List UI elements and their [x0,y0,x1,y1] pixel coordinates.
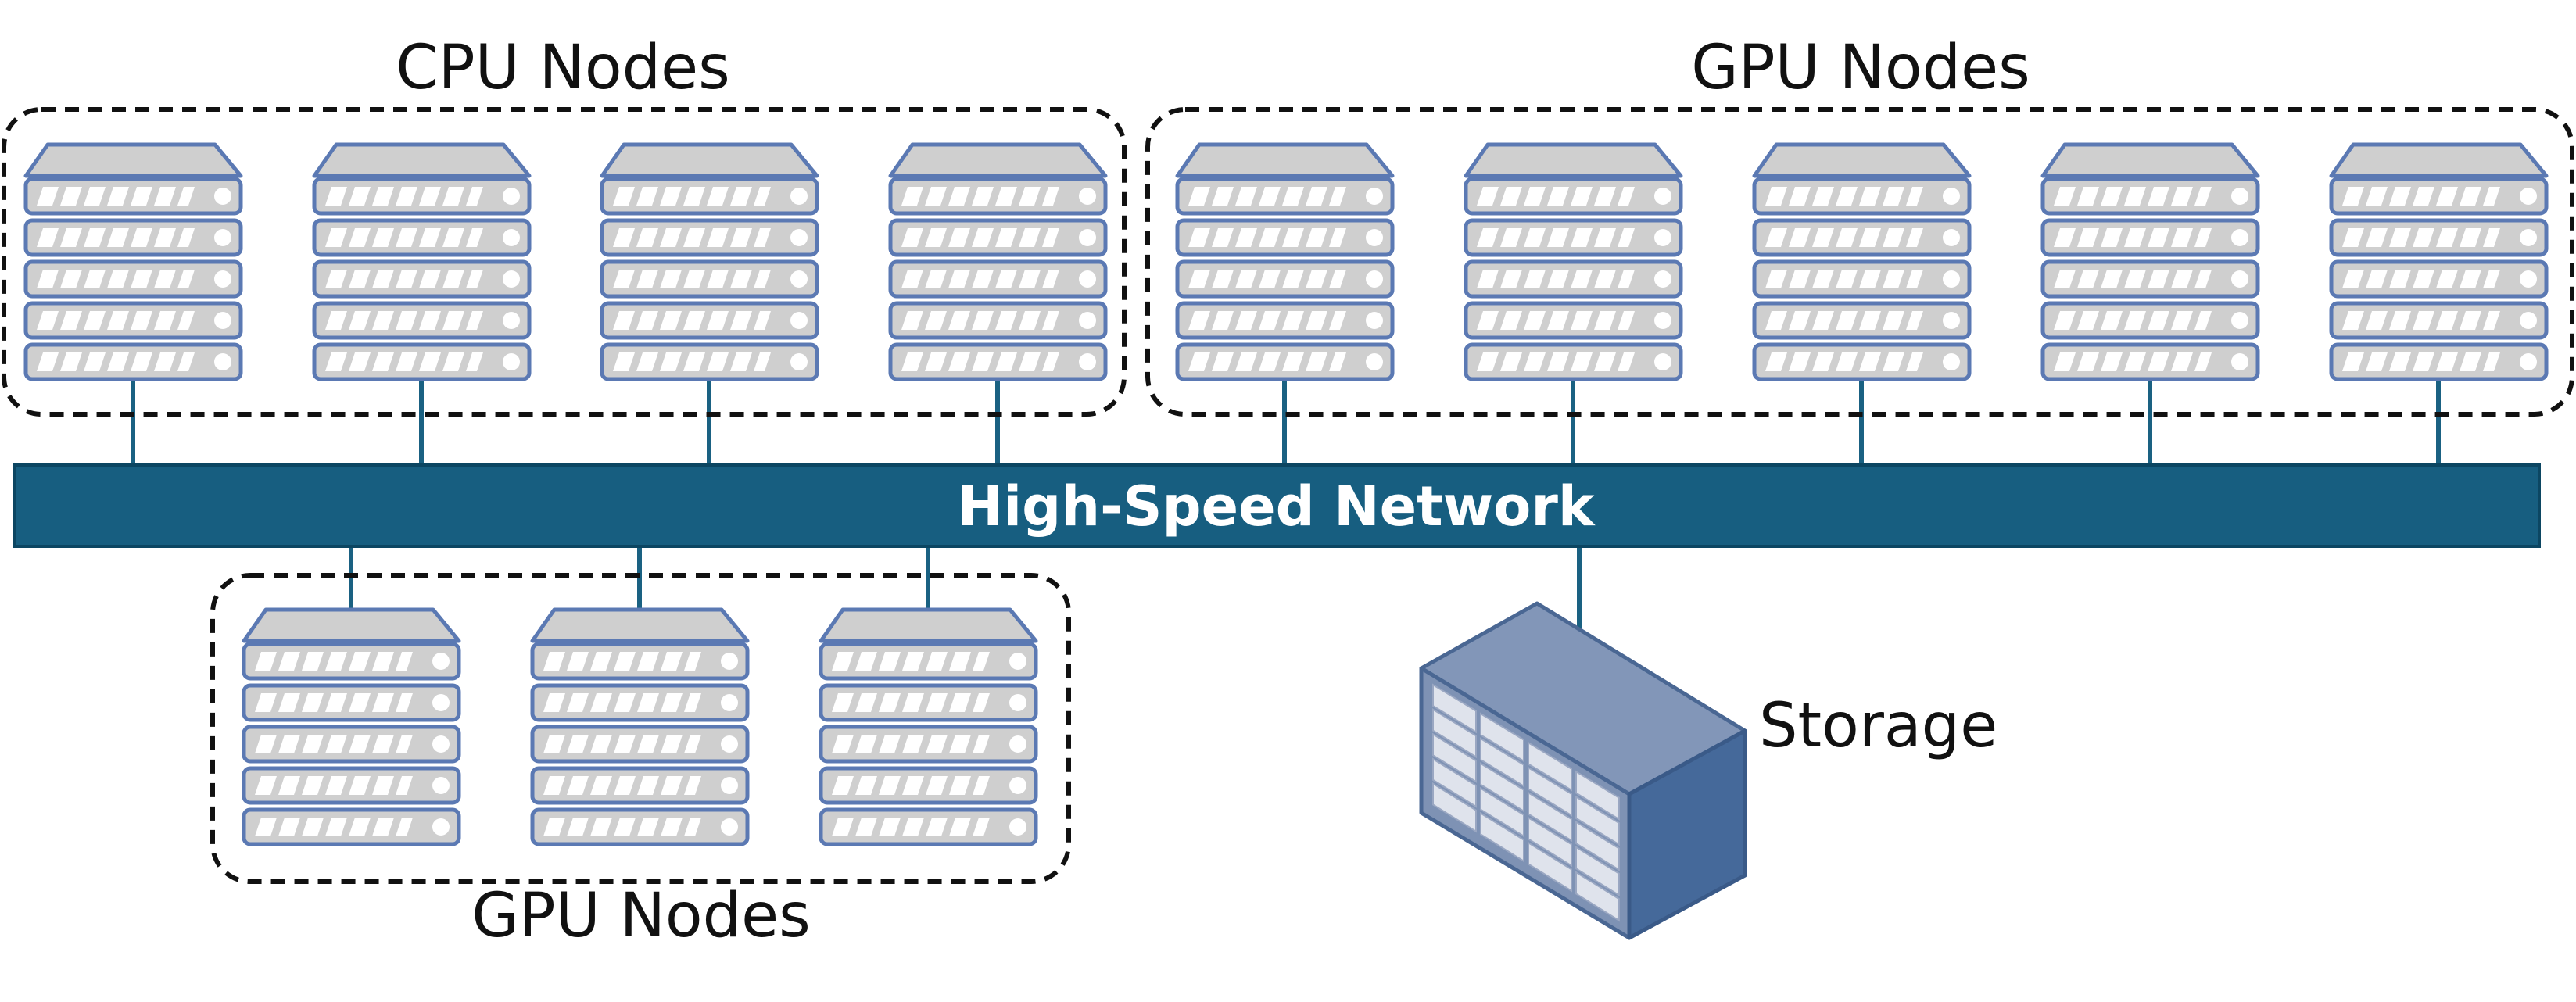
storage-drive-bay [1480,712,1524,763]
storage-drive-bay [1575,846,1620,897]
cpu-server-icon-3 [602,145,817,379]
storage-drive-bay [1432,708,1477,759]
gpu-top-server-icon-5 [2331,145,2546,379]
storage-drive-bay [1575,871,1620,922]
gpu-bottom-server-icon-3 [821,610,1036,844]
storage-drive-bay [1432,782,1477,833]
cpu-nodes-title: CPU Nodes [396,33,730,103]
storage-drive-bay [1432,757,1477,808]
storage-drive-bay [1575,770,1620,821]
storage-drive-bay [1528,791,1572,843]
storage-drive-bay [1528,841,1572,893]
storage-drive-bay [1480,811,1524,863]
cpu-nodes-group-box [2,107,1127,417]
storage-drive-bay [1480,786,1524,838]
gpu-nodes-top-group-box [1145,107,2574,417]
high-speed-network-bar [13,463,2541,548]
storage-drive-bay [1528,816,1572,868]
gpu-nodes-top-title: GPU Nodes [1691,33,2030,103]
storage-drive-bay [1528,766,1572,817]
storage-drive-bay [1575,795,1620,846]
storage-drive-bay [1480,737,1524,788]
storage-label: Storage [1759,691,1997,761]
storage-drive-bay [1432,732,1477,783]
gpu-top-server-icon-2 [1466,145,1681,379]
network-links [131,379,2441,635]
cpu-server-icon-4 [890,145,1105,379]
gpu-bottom-server-icon-1 [244,610,459,844]
gpu-top-server-icon-3 [1754,145,1969,379]
storage-drive-bay [1480,762,1524,813]
cpu-server-icon-2 [314,145,529,379]
gpu-top-server-icon-4 [2043,145,2258,379]
high-speed-network-label: High-Speed Network [958,474,1596,539]
gpu-nodes-bottom-title: GPU Nodes [471,881,811,951]
cpu-server-icon-1 [26,145,241,379]
storage-drive-bay [1528,741,1572,792]
gpu-bottom-server-icon-2 [532,610,747,844]
gpu-top-server-icon-1 [1177,145,1392,379]
storage-drive-bay [1432,683,1477,734]
storage-array-icon [1419,601,1747,940]
storage-drive-bay [1575,820,1620,871]
